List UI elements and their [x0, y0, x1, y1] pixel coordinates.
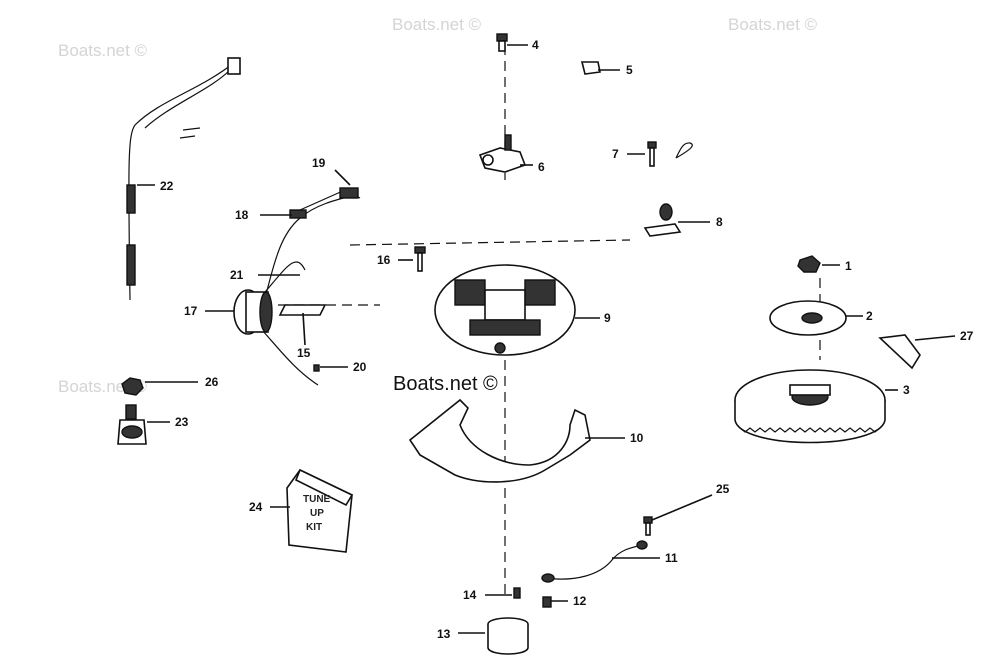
- bushing-13: [487, 617, 529, 655]
- screw-16: [414, 246, 426, 272]
- part-label-5: 5: [626, 63, 633, 77]
- spark-plug-cap-23: [117, 404, 147, 445]
- part-label-4: 4: [532, 38, 539, 52]
- nut-26: [121, 377, 144, 396]
- part-number-labels: 1 2 3 4 5 6 7 8 9 10 11 12 13 14 15 16 1…: [160, 38, 974, 641]
- part-label-3: 3: [903, 383, 910, 397]
- part-label-16: 16: [377, 253, 391, 267]
- part-label-6: 6: [538, 160, 545, 174]
- part-label-27: 27: [960, 329, 974, 343]
- screw-14: [513, 587, 521, 599]
- ignition-coil-17: [233, 187, 361, 386]
- flywheel-3: [734, 369, 886, 444]
- part-label-14: 14: [463, 588, 477, 602]
- part-label-9: 9: [604, 311, 611, 325]
- part-label-24: 24: [249, 500, 263, 514]
- part-label-20: 20: [353, 360, 367, 374]
- wire-20: [313, 364, 320, 372]
- kit-label-line1: TUNE: [303, 494, 331, 505]
- part-label-19: 19: [312, 156, 326, 170]
- strip-27: [878, 334, 921, 370]
- wire-11: [541, 540, 648, 583]
- part-label-26: 26: [205, 375, 219, 389]
- tune-up-kit-24: TUNE UP KIT: [286, 468, 354, 553]
- part-label-7: 7: [612, 147, 619, 161]
- wire-harness-22: [126, 57, 241, 301]
- part-label-12: 12: [573, 594, 587, 608]
- clip-12: [542, 596, 552, 608]
- screw-25: [643, 516, 653, 536]
- nut-1: [797, 255, 821, 273]
- watermark-top-right: Boats.net ©: [728, 15, 818, 34]
- part-label-2: 2: [866, 309, 873, 323]
- washer-2: [769, 300, 847, 336]
- watermark-top-left: Boats.net ©: [58, 41, 148, 60]
- part-label-11: 11: [665, 551, 678, 565]
- leader-lines: [137, 44, 956, 634]
- terminal-8: [643, 203, 682, 237]
- plate-10: [408, 398, 591, 483]
- part-label-25: 25: [716, 482, 730, 496]
- part-label-18: 18: [235, 208, 249, 222]
- part-label-15: 15: [297, 346, 311, 360]
- part-label-10: 10: [630, 431, 644, 445]
- kit-label-line3: KIT: [306, 522, 322, 533]
- screw-4: [496, 33, 508, 52]
- watermark-top-center: Boats.net ©: [392, 15, 482, 34]
- watermark-center: Boats.net ©: [393, 373, 498, 395]
- part-label-1: 1: [845, 259, 852, 273]
- part-label-22: 22: [160, 179, 174, 193]
- kit-label-line2: UP: [310, 508, 324, 519]
- clip-5: [580, 61, 601, 75]
- stator-plate-9: [434, 264, 576, 356]
- bracket-6: [478, 134, 527, 173]
- part-label-21: 21: [230, 268, 244, 282]
- part-label-23: 23: [175, 415, 189, 429]
- screw-7: [647, 141, 693, 167]
- part-label-8: 8: [716, 215, 723, 229]
- part-label-17: 17: [184, 304, 198, 318]
- part-label-13: 13: [437, 627, 451, 641]
